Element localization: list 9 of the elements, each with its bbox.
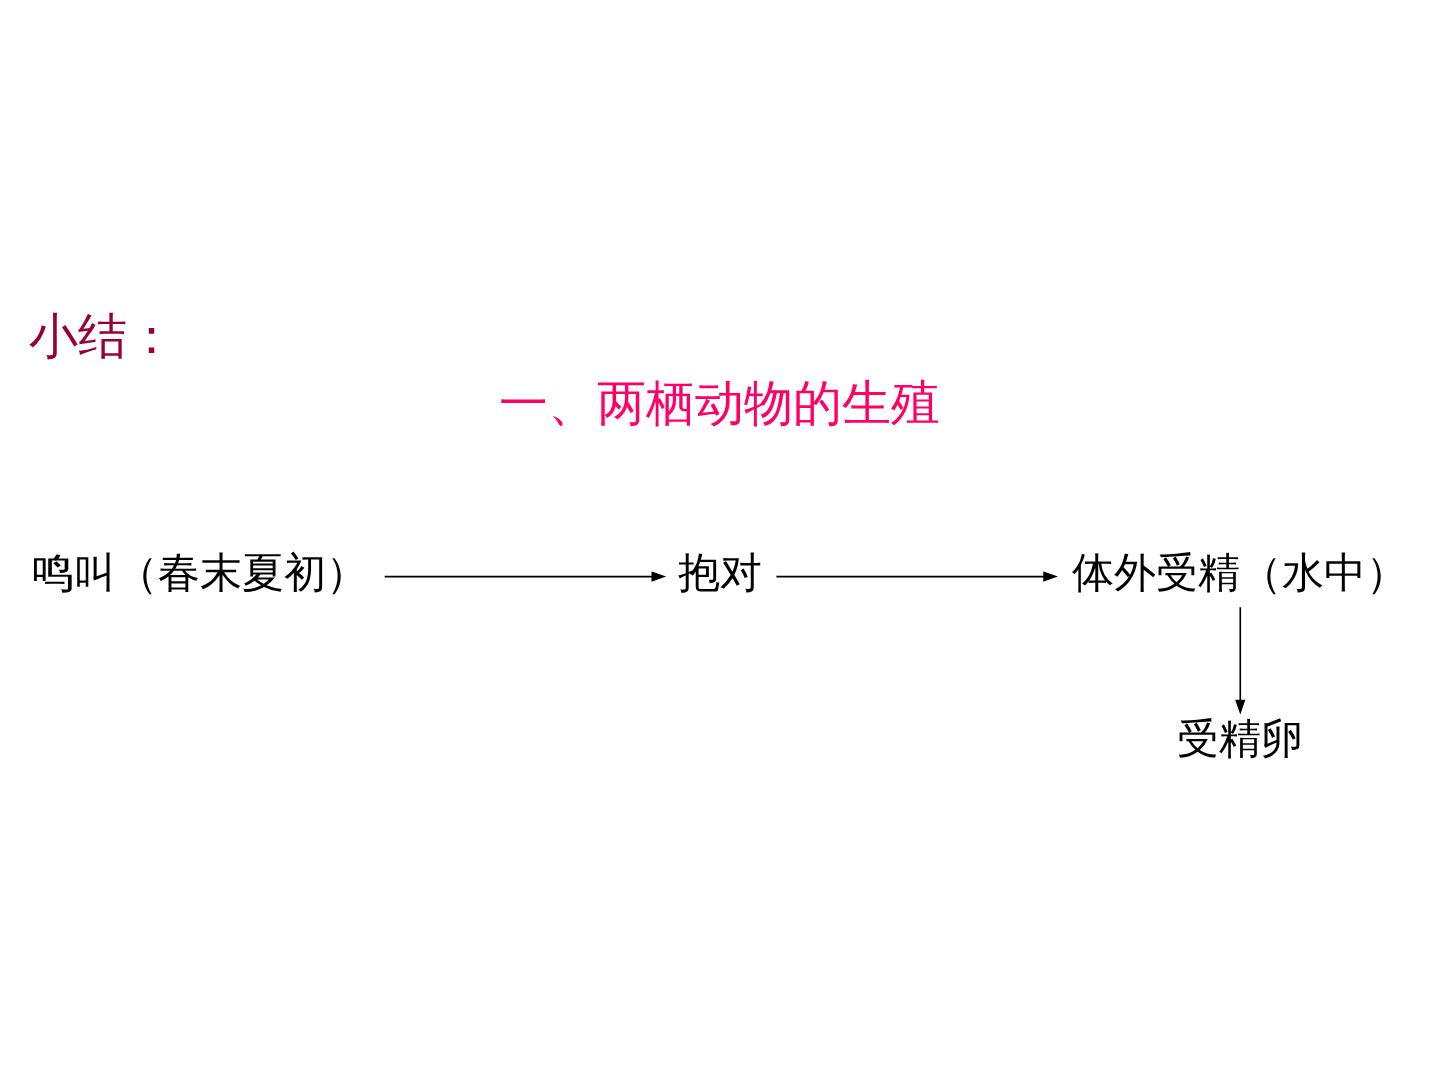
node-text: 受精卵 xyxy=(1177,713,1304,763)
arrow xyxy=(1235,606,1246,715)
node-text: 抱对 xyxy=(678,547,762,597)
label: 一、两栖动物的生殖 xyxy=(499,374,941,432)
node-text: 鸣叫（春末夏初） xyxy=(31,547,368,597)
arrow xyxy=(775,571,1058,582)
node-text: 体外受精（水中） xyxy=(1072,547,1409,597)
arrow xyxy=(383,571,667,582)
diagram-title: 小结： xyxy=(28,308,176,366)
